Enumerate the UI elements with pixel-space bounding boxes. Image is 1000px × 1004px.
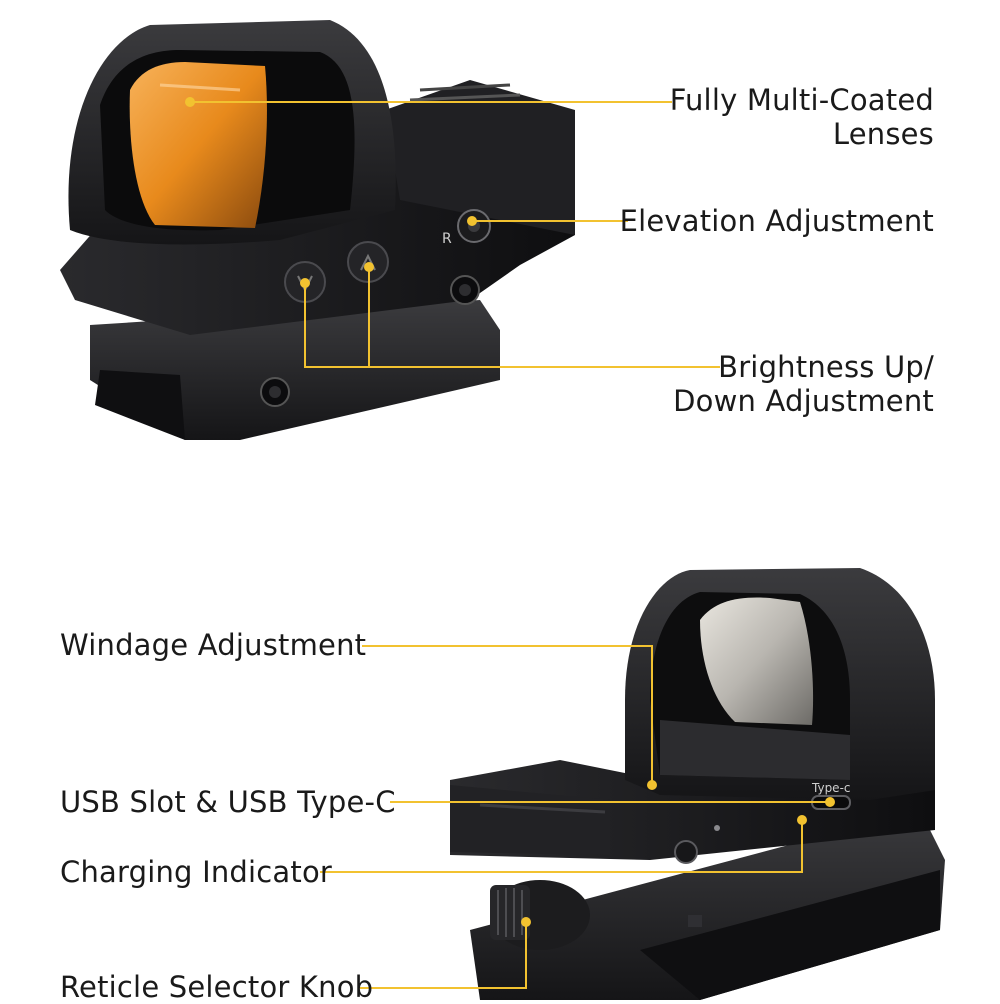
callout-windage-text: Windage Adjustment [60, 628, 367, 662]
callout-lenses: Fully Multi-Coated Lenses [670, 83, 934, 151]
callout-brightness: Brightness Up/ Down Adjustment [673, 350, 934, 418]
callout-elevation: Elevation Adjustment [620, 204, 934, 238]
leader-lines [185, 97, 835, 989]
callout-lenses-line1: Fully Multi-Coated [669, 83, 934, 117]
leader-brightness [304, 283, 720, 368]
charging-indicator-led [714, 825, 720, 831]
reticle-letter: R [442, 231, 452, 247]
leader-reticle [358, 922, 527, 989]
top-red-dot-sight: R [60, 20, 575, 440]
reticle-selector-knob [490, 880, 590, 950]
callout-usb-text: USB Slot & USB Type-C [60, 785, 396, 819]
port-label: Type-c [811, 781, 851, 795]
callout-usb: USB Slot & USB Type-C [60, 785, 396, 819]
callout-lenses-line2: Lenses [832, 117, 934, 151]
callout-reticle: Reticle Selector Knob [60, 970, 373, 1004]
callout-windage: Windage Adjustment [60, 628, 366, 662]
bottom-red-dot-sight: Type-c [450, 568, 945, 1000]
leader-windage [362, 645, 653, 785]
callout-elevation-text: Elevation Adjustment [619, 204, 934, 238]
clear-lens [700, 597, 814, 725]
callout-brightness-line1: Brightness Up/ [718, 350, 934, 384]
top-sight-rail [90, 300, 500, 440]
amber-lens [129, 62, 267, 228]
callout-charging-text: Charging Indicator [60, 855, 333, 889]
callout-charging: Charging Indicator [60, 855, 332, 889]
callout-reticle-text: Reticle Selector Knob [60, 970, 374, 1004]
leader-charging [320, 820, 803, 873]
callout-brightness-line2: Down Adjustment [673, 384, 934, 418]
windage-knob [674, 840, 698, 864]
